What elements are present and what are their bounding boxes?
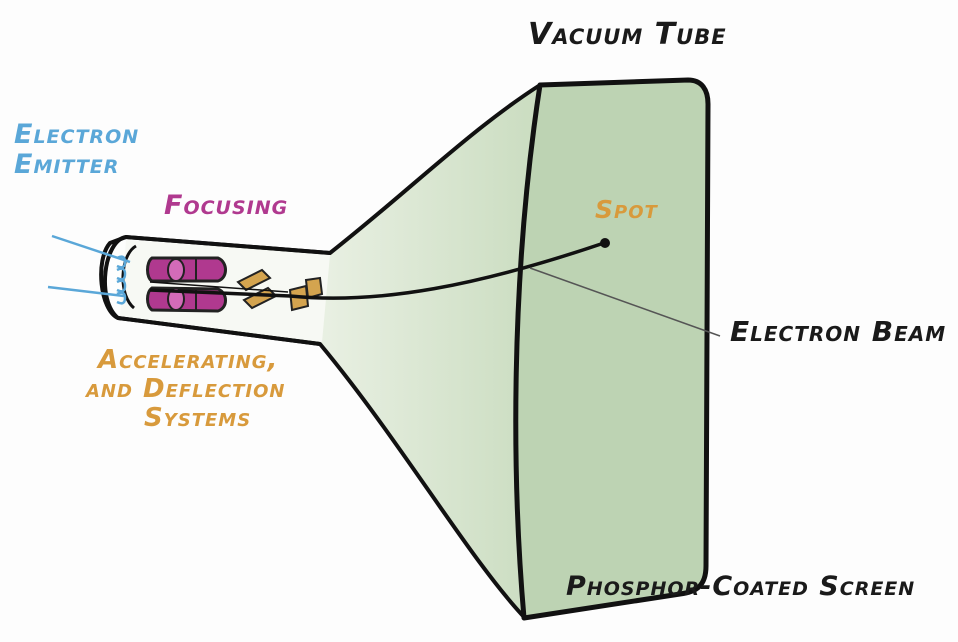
emitter-leader-bottom xyxy=(47,285,125,298)
label-accel-line-3: Systems xyxy=(144,403,252,434)
beam-spot xyxy=(600,238,610,248)
electron-emitter-coil xyxy=(116,255,127,305)
deflection-plates xyxy=(236,268,324,312)
label-accel-line-1: Accelerating, xyxy=(98,345,279,375)
label-electron-beam: Electron Beam xyxy=(730,315,947,348)
emitter-leader-top xyxy=(51,234,131,264)
label-accel-line-2: and Deflection xyxy=(86,374,286,405)
emitter-cap xyxy=(103,235,127,320)
beam-leader-line xyxy=(529,267,721,337)
label-vacuum-tube: Vacuum Tube xyxy=(528,17,727,52)
phosphor-screen xyxy=(513,77,711,621)
label-phosphor-screen: Phosphor-Coated Screen xyxy=(566,571,916,602)
label-accelerating-deflection: Accelerating, and Deflection Systems xyxy=(86,345,285,434)
focusing-anodes xyxy=(146,256,227,313)
label-spot: Spot xyxy=(595,195,658,224)
electron-beam xyxy=(149,241,605,300)
label-electron-emitter: Electron Emitter xyxy=(14,119,140,181)
label-focusing: Focusing xyxy=(164,190,289,221)
